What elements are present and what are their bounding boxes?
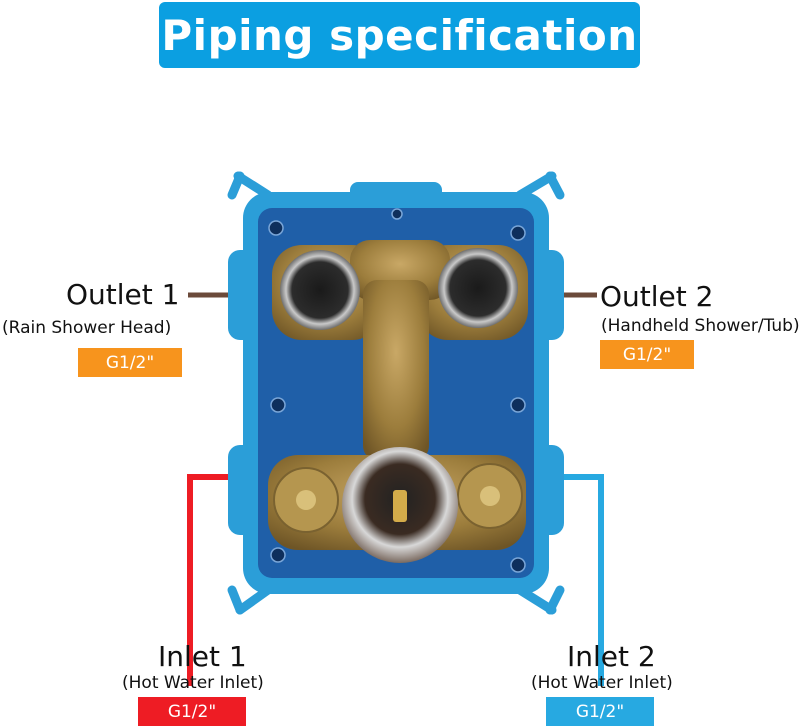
inlet1-name: Inlet 1	[158, 640, 247, 673]
outlet2-spec-badge: G1/2"	[600, 340, 694, 369]
inlet2-pipe	[552, 474, 604, 686]
box-screws	[268, 208, 526, 573]
outlet2-port	[438, 248, 518, 328]
inlet1-spec-badge: G1/2"	[138, 697, 246, 726]
outlet1-port	[280, 250, 360, 330]
mounting-brackets	[227, 171, 565, 615]
outlet1-spec-badge: G1/2"	[78, 348, 182, 377]
inlet2-spec-badge: G1/2"	[546, 697, 654, 726]
inlet1-desc: (Hot Water Inlet)	[122, 673, 264, 693]
outlet2-name: Outlet 2	[600, 280, 714, 313]
inlet2-desc: (Hot Water Inlet)	[531, 673, 673, 693]
outlet1-desc: (Rain Shower Head)	[2, 318, 172, 338]
inlet1-pipe	[187, 474, 240, 686]
outlet2-desc: (Handheld Shower/Tub)	[601, 316, 800, 336]
page-title: Piping specification	[161, 10, 638, 60]
inlet-stop-valves	[273, 463, 523, 533]
cartridge-stem	[393, 490, 407, 522]
inlet2-name: Inlet 2	[567, 640, 656, 673]
outlet1-name: Outlet 1	[66, 278, 180, 311]
title-banner: Piping specification	[159, 2, 640, 68]
